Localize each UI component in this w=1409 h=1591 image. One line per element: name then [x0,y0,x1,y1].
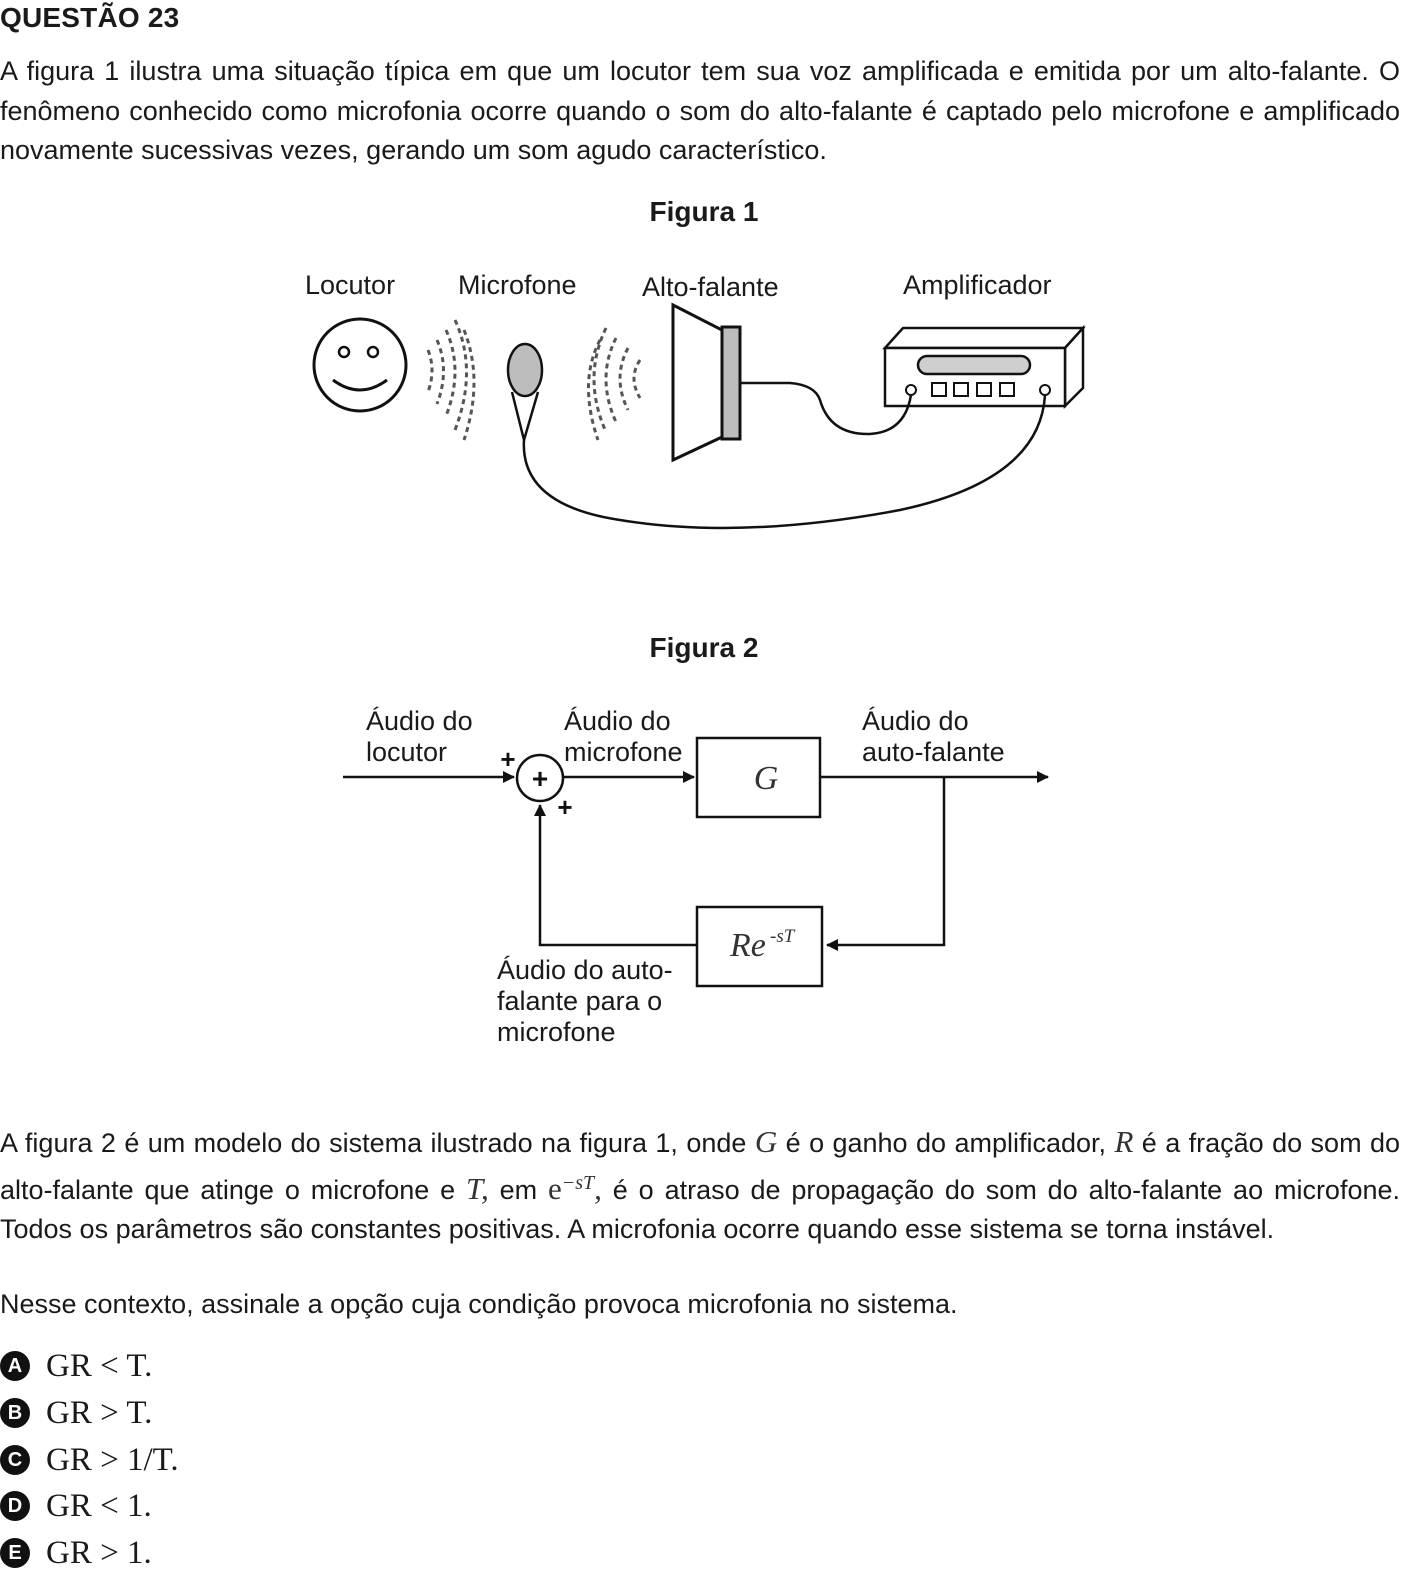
block-G-label: G [754,760,779,797]
p2-text-c: é a fração do som do alto-falante que at… [0,1128,1401,1205]
option-E[interactable]: E GR > 1. [0,1531,152,1575]
option-C-badge: C [0,1445,30,1475]
symbol-comma: , [594,1170,602,1206]
arrow-feedback-out [534,804,697,947]
block-R [695,905,824,988]
label-audio-locutor-line2: locutor [366,737,448,767]
locutor-face-icon [312,317,408,413]
question-title: QUESTÃO 23 [0,2,180,33]
symbol-exponent: −sT [561,1171,595,1194]
symbol-e: e [548,1170,562,1206]
option-A[interactable]: A GR < T. [0,1344,152,1388]
label-alto-falante: Alto-falante [642,272,779,302]
option-C-text: GR > 1/T. [46,1441,179,1478]
option-D-badge: D [0,1491,30,1521]
cables [522,381,1047,530]
label-microfone: Microfone [458,270,577,300]
block-R-exponent: -sT [770,926,796,947]
option-E-text: GR > 1. [46,1534,152,1571]
symbol-G: G [754,1124,778,1159]
figure2-block-diagram: + + + G Re -sT [343,736,1049,988]
prompt-paragraph: Nesse contexto, assinale a opção cuja co… [0,1289,958,1319]
label-feedback-line2: falante para o [497,986,663,1016]
label-feedback-path: Áudio do auto- falante para o microfone [497,955,673,1048]
figure2-title: Figura 2 [649,632,759,663]
option-E-badge: E [0,1538,30,1568]
label-audio-auto-falante-line2: auto-falante [862,737,1005,767]
label-feedback-line3: microfone [497,1017,616,1047]
option-B[interactable]: B GR > T. [0,1391,152,1435]
label-audio-microfone-line1: Áudio do [564,706,671,736]
symbol-R: R [1114,1124,1134,1159]
option-B-badge: B [0,1398,30,1428]
block-R-label: Re [729,927,766,964]
p2-text-b: é o ganho do amplificador, [777,1128,1115,1158]
label-amplificador: Amplificador [903,270,1052,300]
sign-bottom: + [557,792,572,822]
intro-paragraph: A figura 1 ilustra uma situação típica e… [0,56,1400,165]
figure1-title: Figura 1 [649,196,759,227]
label-audio-auto-falante: Áudio do auto-falante [862,706,1005,768]
option-A-text: GR < T. [46,1347,153,1384]
option-B-text: GR > T. [46,1394,153,1431]
option-A-badge: A [0,1351,30,1381]
sum-symbol: + [532,763,548,794]
label-audio-locutor: Áudio do locutor [366,706,473,768]
microphone-icon [506,342,544,445]
label-locutor: Locutor [305,270,396,300]
option-D-text: GR < 1. [46,1487,152,1524]
option-C[interactable]: C GR > 1/T. [0,1438,179,1482]
sound-waves-voice-icon [426,319,476,441]
arrow-feedback-in [826,777,946,951]
model-paragraph: A figura 2 é um modelo do sistema ilustr… [0,1122,1400,1250]
figure1-illustration [312,302,1086,530]
option-D[interactable]: D GR < 1. [0,1484,152,1528]
label-audio-auto-falante-line1: Áudio do [862,706,969,736]
symbol-T: T, [466,1170,489,1206]
sound-waves-feedback-icon [586,327,642,441]
p2-text-d: em [488,1174,548,1205]
sign-top: + [500,744,515,774]
p2-text-a: A figura 2 é um modelo do sistema ilustr… [0,1128,755,1158]
amplifier-icon [882,324,1086,410]
label-audio-microfone: Áudio do microfone [564,706,683,768]
label-audio-microfone-line2: microfone [564,737,683,767]
label-audio-locutor-line1: Áudio do [366,706,473,736]
p2-text-e: é o atraso de propagação do som do alto-… [0,1174,1401,1245]
label-feedback-line1: Áudio do auto- [497,955,673,985]
